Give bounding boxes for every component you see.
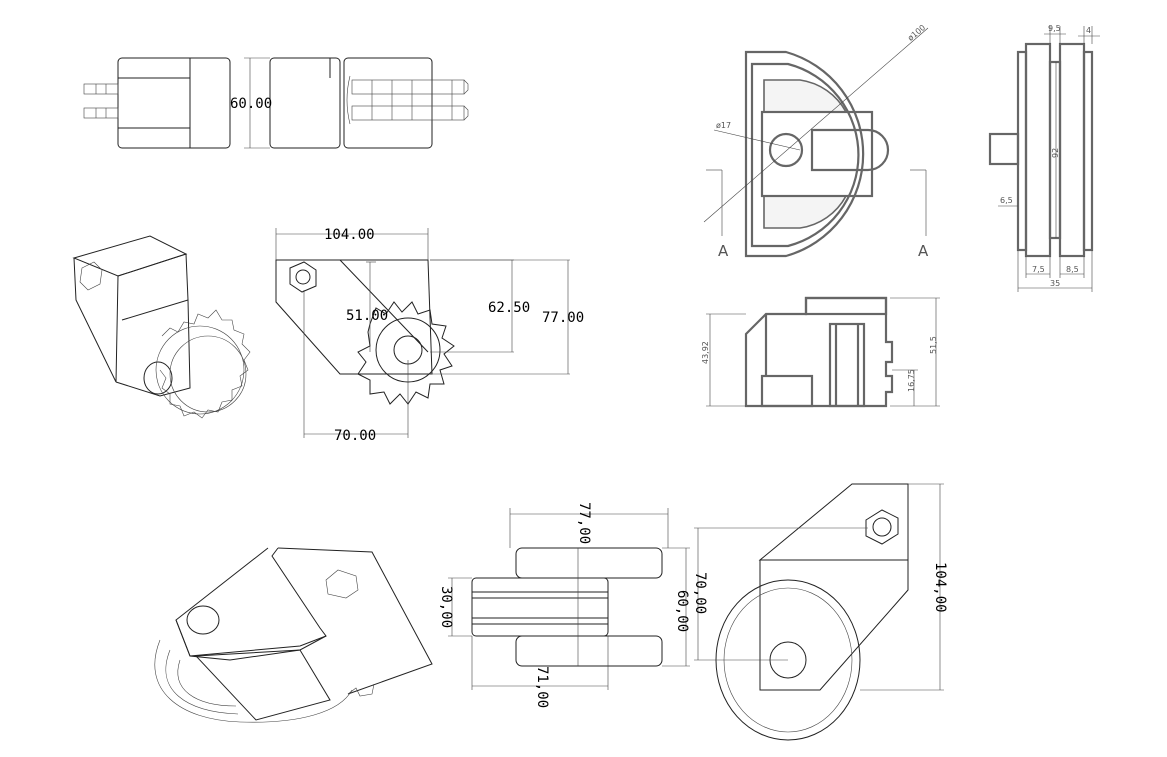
dim-top-width: 60.00 [230,96,272,112]
dim-side-inner: 51.00 [346,308,388,324]
top-view: 60.00 [83,57,469,149]
side-elevation-view: 43,92 51,5 16,75 [701,296,940,408]
dim-side-base: 70.00 [334,428,376,444]
wheel-profile-view: 9,5 4 92 6,5 7,5 8,5 35 [988,24,1100,292]
dim-side-height: 77.00 [542,310,584,326]
dim-51-5: 51,5 [929,336,938,354]
side-view: 104.00 51.00 62.50 77.00 70.00 [275,227,584,444]
dim-4: 4 [1086,26,1091,35]
dim-right-70: 70,00 [692,572,708,614]
dim-7-5: 7,5 [1032,265,1045,274]
section-view: ø100 ø17 A A [703,23,929,260]
dim-9-5: 9,5 [1048,24,1061,33]
section-a-left: A [718,242,729,260]
dim-92: 92 [1051,148,1060,158]
section-a-right: A [918,242,929,260]
dim-side-length: 104.00 [324,227,375,243]
dim-front-bottom: 71,00 [534,666,550,708]
dim-front-inner-height: 30,00 [438,586,454,628]
dim-side-mid-height: 62.50 [488,300,530,316]
dim-43-92: 43,92 [701,341,710,364]
diameter-100-label: ø100 [906,23,927,43]
diameter-17-label: ø17 [716,121,731,130]
dim-front-outer-height: 60,00 [674,590,690,632]
dim-6-5: 6,5 [1000,196,1013,205]
right-side-view: 70,00 104,00 [692,483,948,741]
dim-35: 35 [1050,279,1060,288]
dim-front-top-width: 77,00 [576,502,592,544]
dim-right-104: 104,00 [932,562,948,613]
isometric-caster-view [154,547,433,723]
dim-8-5: 8,5 [1066,265,1079,274]
dim-16-75: 16,75 [907,369,916,392]
front-view: 77,00 30,00 60,00 71,00 [438,502,690,708]
isometric-sprocket-view [72,235,251,419]
